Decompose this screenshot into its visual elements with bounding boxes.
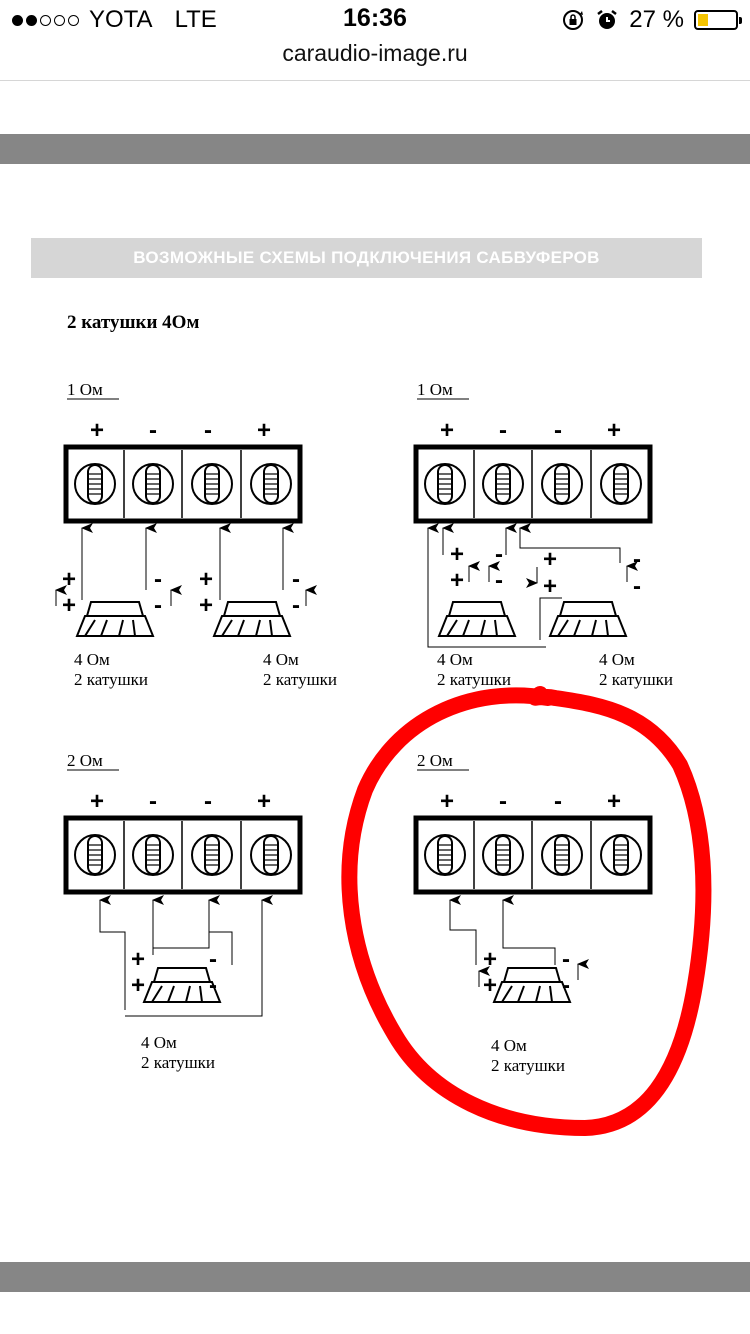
svg-text:-: -: [562, 972, 570, 999]
diagram-1-terminal-block: [66, 447, 300, 521]
diagram-3-terminal-4: +: [257, 788, 271, 815]
carrier-name: YOTA: [89, 6, 153, 33]
svg-text:+: +: [131, 972, 145, 999]
diagram-2-speaker-2-ohm: 4 Ом: [599, 650, 635, 669]
diagram-1-speaker-2: [213, 601, 291, 637]
diagram-3-terminal-3: -: [204, 788, 212, 815]
svg-text:+: +: [543, 546, 557, 573]
section-banner: ВОЗМОЖНЫЕ СХЕМЫ ПОДКЛЮЧЕНИЯ САБВУФЕРОВ: [31, 238, 702, 278]
diagram-3-terminal-1: +: [90, 788, 104, 815]
network-type: LTE: [174, 6, 217, 33]
diagram-1-speaker-1: [76, 601, 154, 637]
svg-text:+: +: [131, 946, 145, 973]
svg-text:-: -: [562, 946, 570, 973]
diagram-1-speaker-1-ohm: 4 Ом: [74, 650, 110, 669]
svg-text:-: -: [209, 972, 217, 999]
diagram-1-terminal-1: +: [90, 417, 104, 444]
diagram-2-terminal-2: -: [499, 417, 507, 444]
svg-text:-: -: [633, 546, 641, 573]
section-subtitle: 2 катушки 4Ом: [67, 312, 200, 333]
rotation-lock-icon: [563, 10, 584, 30]
address-bar[interactable]: caraudio-image.ru: [282, 40, 468, 66]
signal-strength-icon: [12, 14, 79, 26]
diagram-3-title: 2 Ом: [67, 751, 103, 770]
footer-band: [0, 1262, 750, 1292]
carrier-info: YOTA LTE: [12, 6, 217, 34]
diagram-1-terminal-2: -: [149, 417, 157, 444]
diagram-2-terminal-4: +: [607, 417, 621, 444]
diagram-4: 2 Ом + - - + + + - - 4 Ом 2 катушки: [416, 751, 650, 1075]
diagram-2: 1 Ом + - - + + + - - + + - - 4 Ом 2 кату…: [416, 380, 673, 689]
diagram-3-speaker-ohm: 4 Ом: [141, 1033, 177, 1052]
diagram-3: 2 Ом + - - + + + - - 4 Ом 2 катушки: [66, 751, 300, 1072]
diagram-1-speaker-1-coils: 2 катушки: [74, 670, 148, 689]
diagram-1-speaker-2-coils: 2 катушки: [263, 670, 337, 689]
svg-text:+: +: [199, 592, 213, 619]
diagram-1: 1 Ом + - - + + + - - + + - - 4 Ом 2 кату…: [55, 380, 337, 689]
header-band: [0, 134, 750, 164]
svg-text:+: +: [450, 567, 464, 594]
diagram-4-terminal-1: +: [440, 788, 454, 815]
battery-icon: [694, 10, 742, 30]
svg-text:-: -: [633, 573, 641, 600]
battery-level: [698, 14, 708, 26]
diagram-2-terminal-block: [416, 447, 650, 521]
diagram-1-terminal-4: +: [257, 417, 271, 444]
svg-text:-: -: [209, 946, 217, 973]
diagram-2-speaker-2-coils: 2 катушки: [599, 670, 673, 689]
diagram-2-speaker-1-ohm: 4 Ом: [437, 650, 473, 669]
diagram-3-terminal-block: [66, 818, 300, 892]
diagram-3-terminal-2: -: [149, 788, 157, 815]
diagram-4-terminal-3: -: [554, 788, 562, 815]
diagram-4-speaker: [493, 967, 571, 1003]
svg-text:+: +: [450, 541, 464, 568]
diagram-4-speaker-ohm: 4 Ом: [491, 1036, 527, 1055]
svg-text:+: +: [62, 566, 76, 593]
diagram-4-terminal-4: +: [607, 788, 621, 815]
diagram-4-terminal-2: -: [499, 788, 507, 815]
diagram-1-terminal-3: -: [204, 417, 212, 444]
svg-text:-: -: [292, 592, 300, 619]
diagram-4-speaker-coils: 2 катушки: [491, 1056, 565, 1075]
diagram-2-speaker-1-coils: 2 катушки: [437, 670, 511, 689]
svg-text:+: +: [543, 573, 557, 600]
diagram-2-terminal-1: +: [440, 417, 454, 444]
svg-text:-: -: [292, 566, 300, 593]
diagram-2-terminal-3: -: [554, 417, 562, 444]
status-icons: 27 %: [561, 6, 742, 34]
alarm-icon: [597, 10, 618, 29]
svg-text:+: +: [199, 566, 213, 593]
diagram-4-terminal-block: [416, 818, 650, 892]
diagram-2-speaker-2: [549, 601, 627, 637]
clock: 16:36: [343, 4, 407, 32]
diagram-1-title: 1 Ом: [67, 380, 103, 399]
highlight-circle: [341, 686, 712, 1136]
svg-text:-: -: [495, 541, 503, 568]
status-bar: YOTA LTE 16:36 27 %: [0, 0, 750, 40]
diagram-4-title: 2 Ом: [417, 751, 453, 770]
toolbar-divider: [0, 80, 750, 81]
svg-text:-: -: [154, 566, 162, 593]
diagram-1-speaker-2-ohm: 4 Ом: [263, 650, 299, 669]
battery-percent: 27 %: [629, 6, 684, 33]
svg-text:-: -: [495, 567, 503, 594]
svg-text:+: +: [483, 972, 497, 999]
svg-text:+: +: [483, 946, 497, 973]
svg-text:-: -: [154, 592, 162, 619]
diagram-3-speaker-coils: 2 катушки: [141, 1053, 215, 1072]
diagram-2-title: 1 Ом: [417, 380, 453, 399]
svg-text:+: +: [62, 592, 76, 619]
diagram-2-speaker-1: [438, 601, 516, 637]
